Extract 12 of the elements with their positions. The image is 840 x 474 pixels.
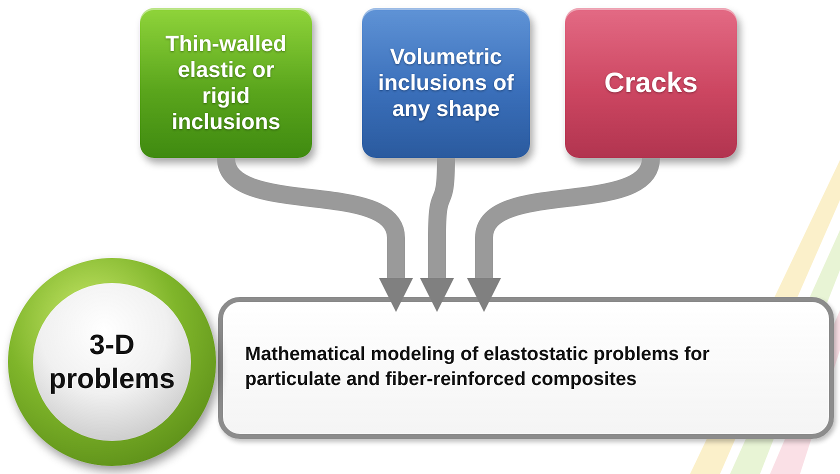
description-text: Mathematical modeling of elastostatic problems for particulate and fiber-reinforced composites [245,343,711,392]
category-box [565,8,737,158]
flow-arrow [217,156,413,312]
category-box [362,8,530,158]
flow-arrow [467,156,660,312]
box-label: Thin-walled elastic or rigid inclusions [164,31,288,135]
description-band [218,297,834,439]
badge-label: 3-D problems [48,328,176,396]
category-box [140,8,312,158]
flow-arrow [420,158,455,312]
box-label: Cracks [604,66,698,100]
box-label: Volumetric inclusions of any shape [377,44,515,122]
